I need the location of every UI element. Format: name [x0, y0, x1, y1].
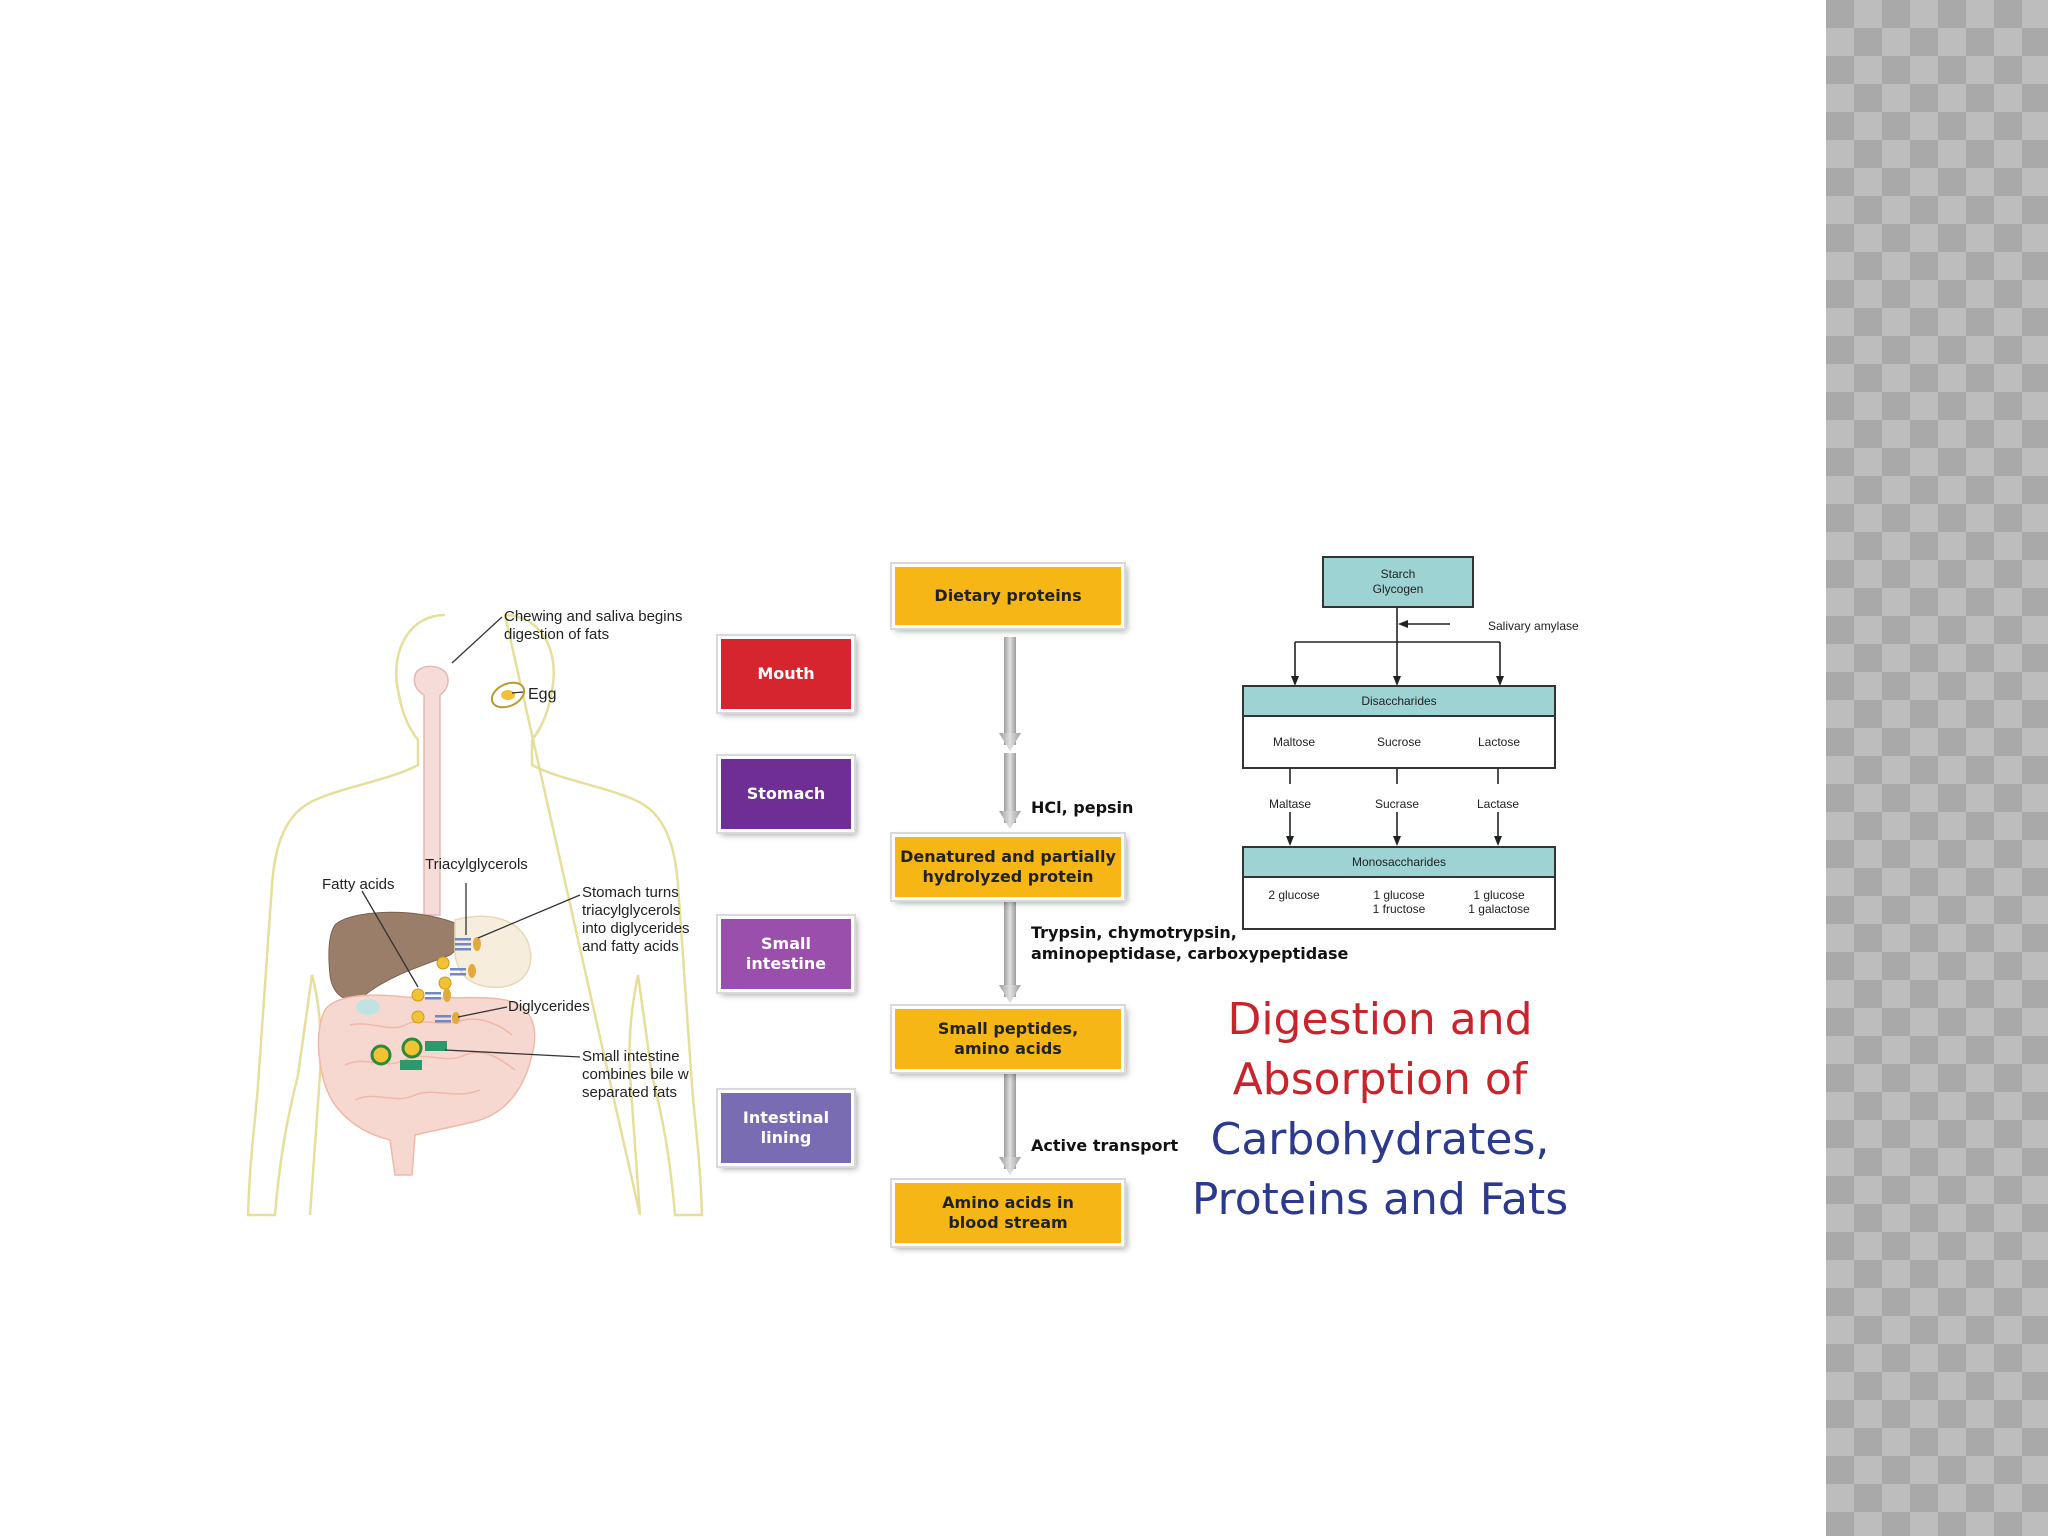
- body-digestion-illustration: [246, 613, 704, 1217]
- mono-2-glucose: 2 glucose: [1268, 888, 1320, 902]
- disaccharide-sucrose: Sucrose: [1376, 735, 1422, 749]
- step-denatured-protein: Denatured and partially hydrolyzed prote…: [890, 832, 1126, 902]
- label-chewing: Chewing and saliva begins digestion of f…: [504, 608, 683, 643]
- disaccharides-header: Disaccharides: [1244, 687, 1554, 717]
- organ-stomach: Stomach: [716, 754, 856, 834]
- triacylglycerol-molecules: [370, 937, 481, 1070]
- title-line-1: Digestion and: [1227, 994, 1533, 1045]
- egg-icon: [490, 681, 526, 709]
- step-small-peptides: Small peptides, amino acids: [890, 1004, 1126, 1074]
- organ-intestinal-lining: Intestinal lining: [716, 1088, 856, 1168]
- carb-diagram-connectors: [1286, 608, 1504, 846]
- liver: [328, 911, 462, 1001]
- label-triacylglycerols: Triacylglycerols: [425, 856, 528, 873]
- step-dietary-proteins: Dietary proteins: [890, 562, 1126, 630]
- label-fatty-acids: Fatty acids: [322, 876, 395, 893]
- label-small-intestine-fats: Small intestine combines bile w separate…: [582, 1048, 689, 1101]
- carb-monosaccharides-table: Monosaccharides 2 glucose 1 glucose 1 fr…: [1242, 846, 1556, 930]
- carb-disaccharides-table: Disaccharides Maltose Sucrose Lactose: [1242, 685, 1556, 769]
- arrow-1: [999, 637, 1021, 751]
- title-line-3: Carbohydrates,: [1210, 1114, 1550, 1165]
- protein-flow-arrows: [999, 637, 1021, 1175]
- monosaccharides-header: Monosaccharides: [1244, 848, 1554, 878]
- enzyme-sucrase: Sucrase: [1374, 797, 1420, 811]
- enzyme-trypsin: Trypsin, chymotrypsin, aminopeptidase, c…: [1031, 923, 1349, 963]
- carb-starch-glycogen: Starch Glycogen: [1322, 556, 1474, 608]
- body-outline: [246, 613, 704, 1217]
- title-line-4: Proteins and Fats: [1191, 1174, 1569, 1225]
- enzyme-maltase: Maltase: [1268, 797, 1312, 811]
- enzyme-lactase: Lactase: [1476, 797, 1520, 811]
- organ-mouth: Mouth: [716, 634, 856, 714]
- decorative-side-panel: [1826, 0, 2048, 1536]
- disaccharide-lactose: Lactose: [1477, 735, 1521, 749]
- label-egg: Egg: [528, 686, 557, 703]
- enzyme-hcl-pepsin: HCl, pepsin: [1031, 798, 1134, 817]
- carb-salivary-amylase: Salivary amylase: [1488, 619, 1579, 633]
- arrow-4: [999, 1073, 1021, 1175]
- disaccharide-maltose: Maltose: [1272, 735, 1316, 749]
- step-amino-acids-blood: Amino acids in blood stream: [890, 1178, 1126, 1248]
- organ-small-intestine: Small intestine: [716, 914, 856, 994]
- esophagus: [413, 665, 449, 916]
- mono-glucose-galactose: 1 glucose 1 galactose: [1468, 888, 1530, 916]
- title-line-2: Absorption of: [1232, 1054, 1528, 1105]
- arrow-2: [999, 753, 1021, 829]
- label-diglycerides: Diglycerides: [508, 998, 590, 1015]
- enzyme-active-transport: Active transport: [1031, 1136, 1179, 1155]
- mono-glucose-fructose: 1 glucose 1 fructose: [1372, 888, 1426, 916]
- arrow-3: [999, 901, 1021, 1003]
- label-stomach-turns: Stomach turns triacylglycerols into digl…: [582, 884, 690, 955]
